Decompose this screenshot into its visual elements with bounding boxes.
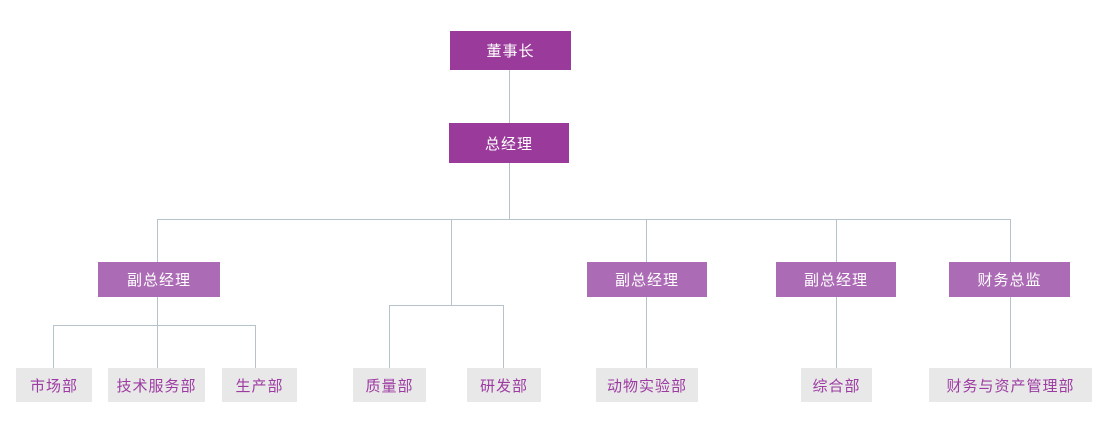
node-marketing-dept: 市场部 <box>16 368 92 402</box>
node-finance-asset-dept: 财务与资产管理部 <box>929 368 1092 402</box>
node-marketing-dept-label: 市场部 <box>29 376 78 395</box>
connector-drop-deputy-gm-3 <box>836 219 837 262</box>
node-tech-service-dept: 技术服务部 <box>108 368 205 402</box>
connector-drop-production <box>255 325 256 368</box>
node-general-affairs-dept: 综合部 <box>801 368 872 402</box>
connector-drop-finance-director <box>1010 219 1011 262</box>
connector-deputy-gm-1-children <box>157 297 158 368</box>
node-rd-dept-label: 研发部 <box>479 376 528 395</box>
connector-left-branch-horizontal <box>53 325 256 326</box>
connector-drop-deputy-gm-1 <box>157 219 158 262</box>
node-general-manager: 总经理 <box>449 123 569 163</box>
connector-drop-deputy-gm-2 <box>646 219 647 262</box>
connector-drop-marketing <box>53 325 54 368</box>
node-animal-lab-dept: 动物实验部 <box>596 368 698 402</box>
connector-chairman-gm <box>509 70 510 123</box>
node-finance-director-label: 财务总监 <box>977 271 1042 289</box>
node-tech-service-dept-label: 技术服务部 <box>116 376 197 395</box>
node-deputy-gm-2: 副总经理 <box>587 262 707 297</box>
node-production-dept-label: 生产部 <box>235 376 284 395</box>
node-chairman-label: 董事长 <box>486 42 535 60</box>
node-deputy-gm-1: 副总经理 <box>98 262 220 297</box>
node-animal-lab-dept-label: 动物实验部 <box>606 376 687 395</box>
node-finance-asset-dept-label: 财务与资产管理部 <box>946 376 1075 395</box>
connector-drop-general-affairs <box>836 297 837 368</box>
connector-drop-rd <box>503 305 504 368</box>
node-deputy-gm-3: 副总经理 <box>776 262 896 297</box>
connector-drop-finance-asset <box>1010 297 1011 368</box>
node-rd-dept: 研发部 <box>467 368 541 402</box>
connector-main-horizontal <box>157 219 1011 220</box>
node-general-manager-label: 总经理 <box>484 134 533 153</box>
node-deputy-gm-3-label: 副总经理 <box>803 271 868 289</box>
node-chairman: 董事长 <box>450 31 571 70</box>
connector-mid-branch-horizontal <box>389 305 504 306</box>
node-finance-director: 财务总监 <box>949 262 1070 297</box>
node-deputy-gm-1-label: 副总经理 <box>126 271 191 289</box>
connector-drop-quality-rd-branch <box>451 219 452 305</box>
node-production-dept: 生产部 <box>222 368 297 402</box>
connector-gm-mainline <box>509 163 510 219</box>
node-deputy-gm-2-label: 副总经理 <box>614 271 679 289</box>
node-general-affairs-dept-label: 综合部 <box>812 376 861 395</box>
connector-drop-quality <box>389 305 390 368</box>
node-quality-dept: 质量部 <box>353 368 426 402</box>
node-quality-dept-label: 质量部 <box>365 376 414 395</box>
connector-drop-animal-lab <box>646 297 647 368</box>
